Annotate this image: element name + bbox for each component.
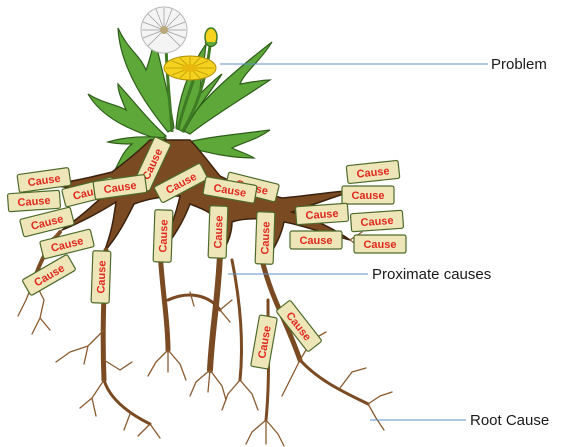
- svg-text:Cause: Cause: [363, 239, 396, 251]
- cause-tag: Cause: [342, 186, 394, 204]
- problem-label: Problem: [491, 56, 547, 73]
- flower-bud: [205, 28, 217, 47]
- cause-tag: Cause: [350, 210, 403, 232]
- cause-tag: Cause: [255, 212, 275, 265]
- svg-text:Cause: Cause: [351, 190, 384, 202]
- cause-tag: Cause: [208, 206, 228, 259]
- svg-text:Cause: Cause: [360, 215, 394, 229]
- cause-tag: Cause: [7, 190, 60, 212]
- cause-tag: Cause: [290, 231, 342, 249]
- cause-tag: Cause: [276, 300, 322, 352]
- cause-tag: Cause: [153, 210, 173, 263]
- cause-tag: Cause: [295, 203, 348, 225]
- cause-tag: Cause: [251, 315, 278, 369]
- cause-tag: Cause: [20, 207, 75, 237]
- svg-text:Cause: Cause: [157, 219, 170, 252]
- cause-tag: Cause: [346, 160, 400, 183]
- svg-text:Cause: Cause: [305, 208, 339, 222]
- svg-text:Cause: Cause: [17, 195, 51, 209]
- svg-text:Cause: Cause: [95, 260, 108, 293]
- svg-text:Cause: Cause: [212, 215, 225, 248]
- dandelion-flower: [164, 56, 216, 80]
- cause-tag: Cause: [91, 251, 111, 304]
- root-cause-label: Root Cause: [470, 412, 549, 429]
- svg-text:Cause: Cause: [299, 235, 332, 247]
- cause-tag: Cause: [354, 235, 406, 253]
- cause-tag: Cause: [22, 254, 76, 296]
- svg-text:Cause: Cause: [259, 221, 272, 254]
- proximate-causes-label: Proximate causes: [372, 266, 491, 283]
- dandelion-seed-head: [141, 7, 187, 53]
